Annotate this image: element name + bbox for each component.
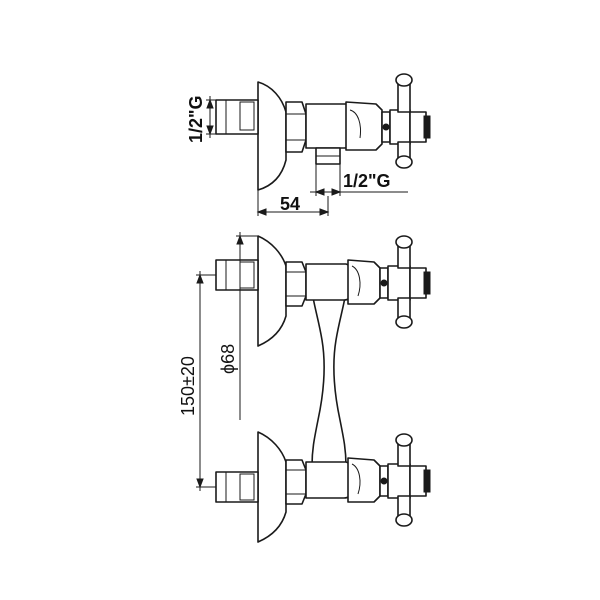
front-vertical-body [311,285,347,467]
side-view: 1/2"G 1/2"G 54 [186,73,431,216]
front-bottom-unit [215,431,431,543]
bottom-cross-handle [387,433,431,527]
side-hex-nut [285,101,307,153]
top-inlet-nipple [215,259,259,291]
wall-depth-label: 54 [280,194,300,214]
front-view: ϕ68 150±20 [178,232,431,543]
side-cross-handle [389,73,431,169]
center-distance-label: 150±20 [178,356,198,416]
side-inlet-nipple [215,99,259,135]
inlet-thread-label: 1/2"G [186,95,206,143]
top-cross-handle [387,235,431,329]
top-wall-flange [257,235,287,347]
side-bonnet [345,101,383,151]
front-top-unit [215,235,431,347]
side-wall-flange [257,81,287,191]
flange-diameter-label: ϕ68 [218,344,238,374]
bottom-inlet-nipple [215,471,259,503]
outlet-thread-label: 1/2"G [343,171,391,191]
bottom-wall-flange [257,431,287,543]
